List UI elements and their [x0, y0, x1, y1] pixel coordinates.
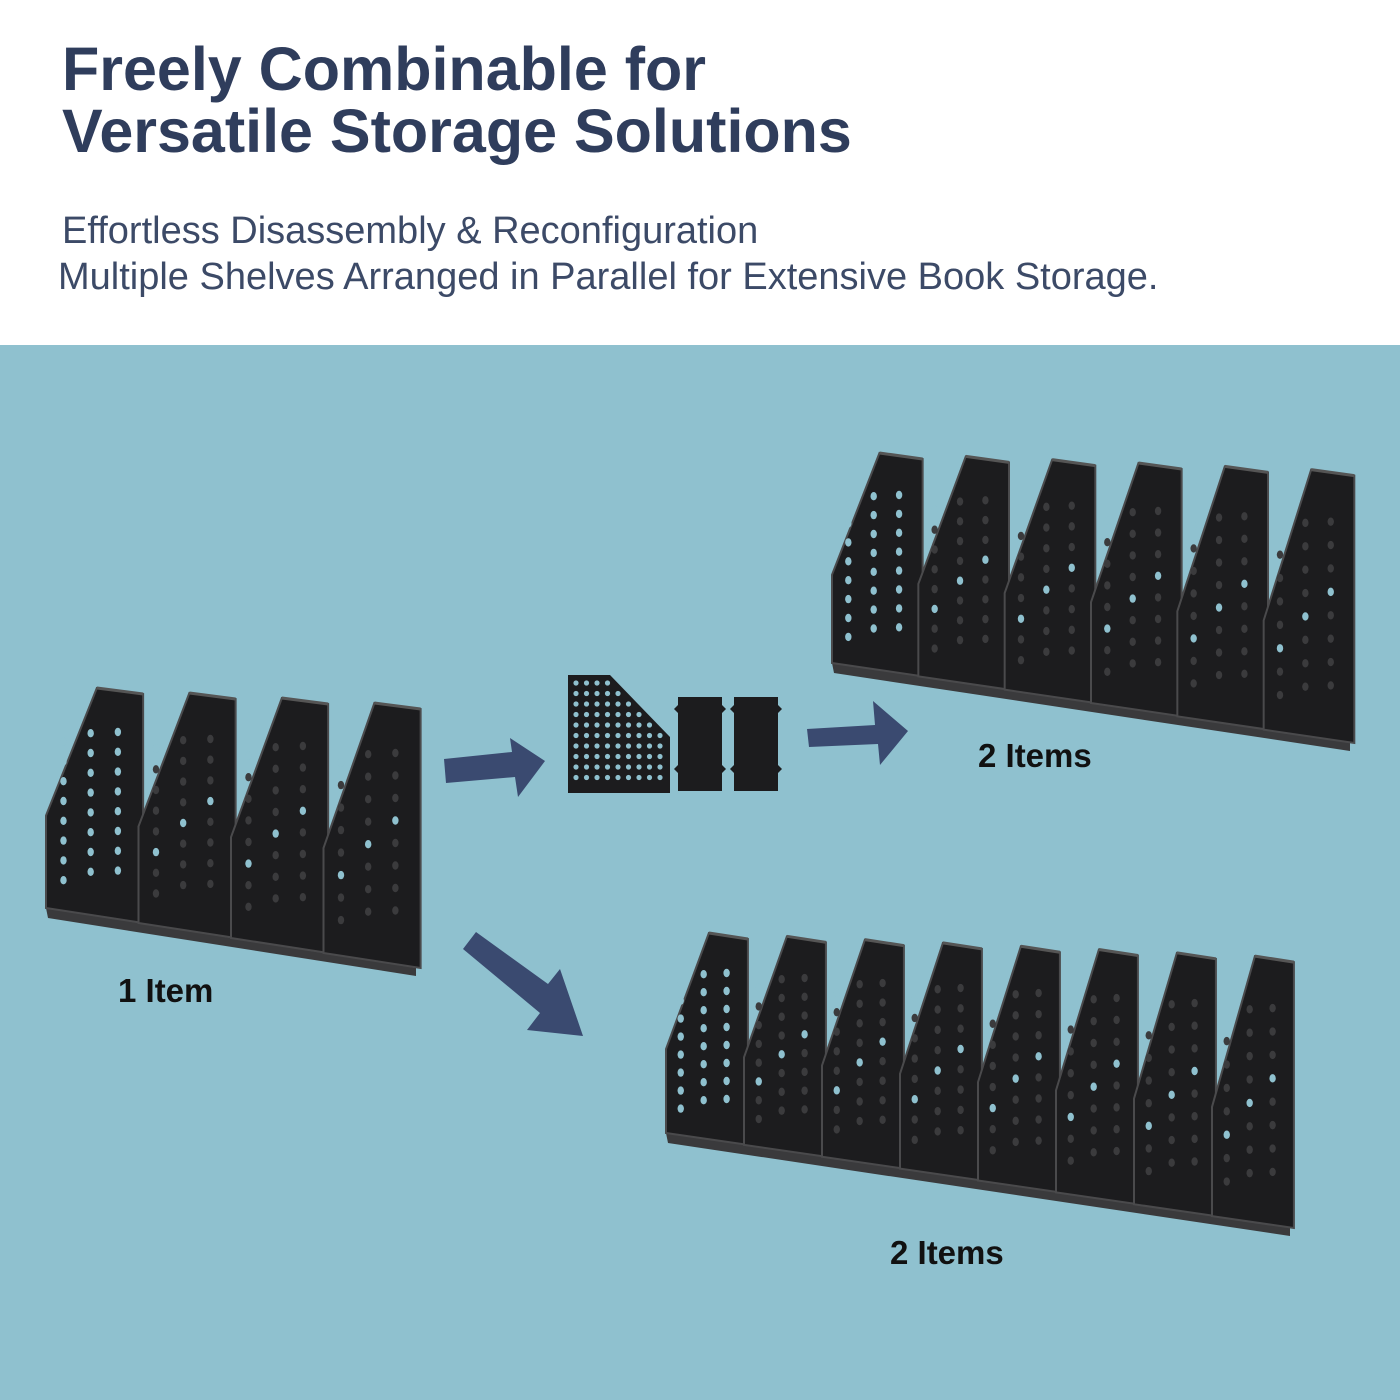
caption-combined-bottom: 2 Items	[890, 1234, 1004, 1271]
organizer-combined-bottom	[665, 931, 1295, 1236]
product-scene: 1 Item 2 Items 2 Items	[0, 345, 1400, 1400]
subtitle-line-1: Effortless Disassembly & Reconfiguration	[62, 210, 759, 252]
disassembled-parts	[568, 675, 782, 793]
header-banner: Freely Combinable for Versatile Storage …	[0, 0, 1400, 345]
side-panel-part	[568, 675, 670, 793]
caption-combined-top: 2 Items	[978, 737, 1092, 774]
title-line-2: Versatile Storage Solutions	[62, 97, 852, 165]
caption-single-item: 1 Item	[118, 972, 214, 1009]
scene-drawing	[45, 451, 1356, 1236]
divider-part-1	[674, 697, 726, 791]
organizer-combined-top	[831, 451, 1356, 751]
title-line-1: Freely Combinable for	[62, 35, 707, 103]
organizer-single	[45, 686, 422, 976]
arrow-right-icon	[807, 701, 908, 765]
arrow-right-icon	[444, 738, 545, 797]
page-title: Freely Combinable for Versatile Storage …	[62, 38, 852, 162]
divider-part-2	[730, 697, 782, 791]
arrow-down-right-icon	[463, 932, 583, 1036]
subtitle-line-2: Multiple Shelves Arranged in Parallel fo…	[58, 256, 1159, 298]
